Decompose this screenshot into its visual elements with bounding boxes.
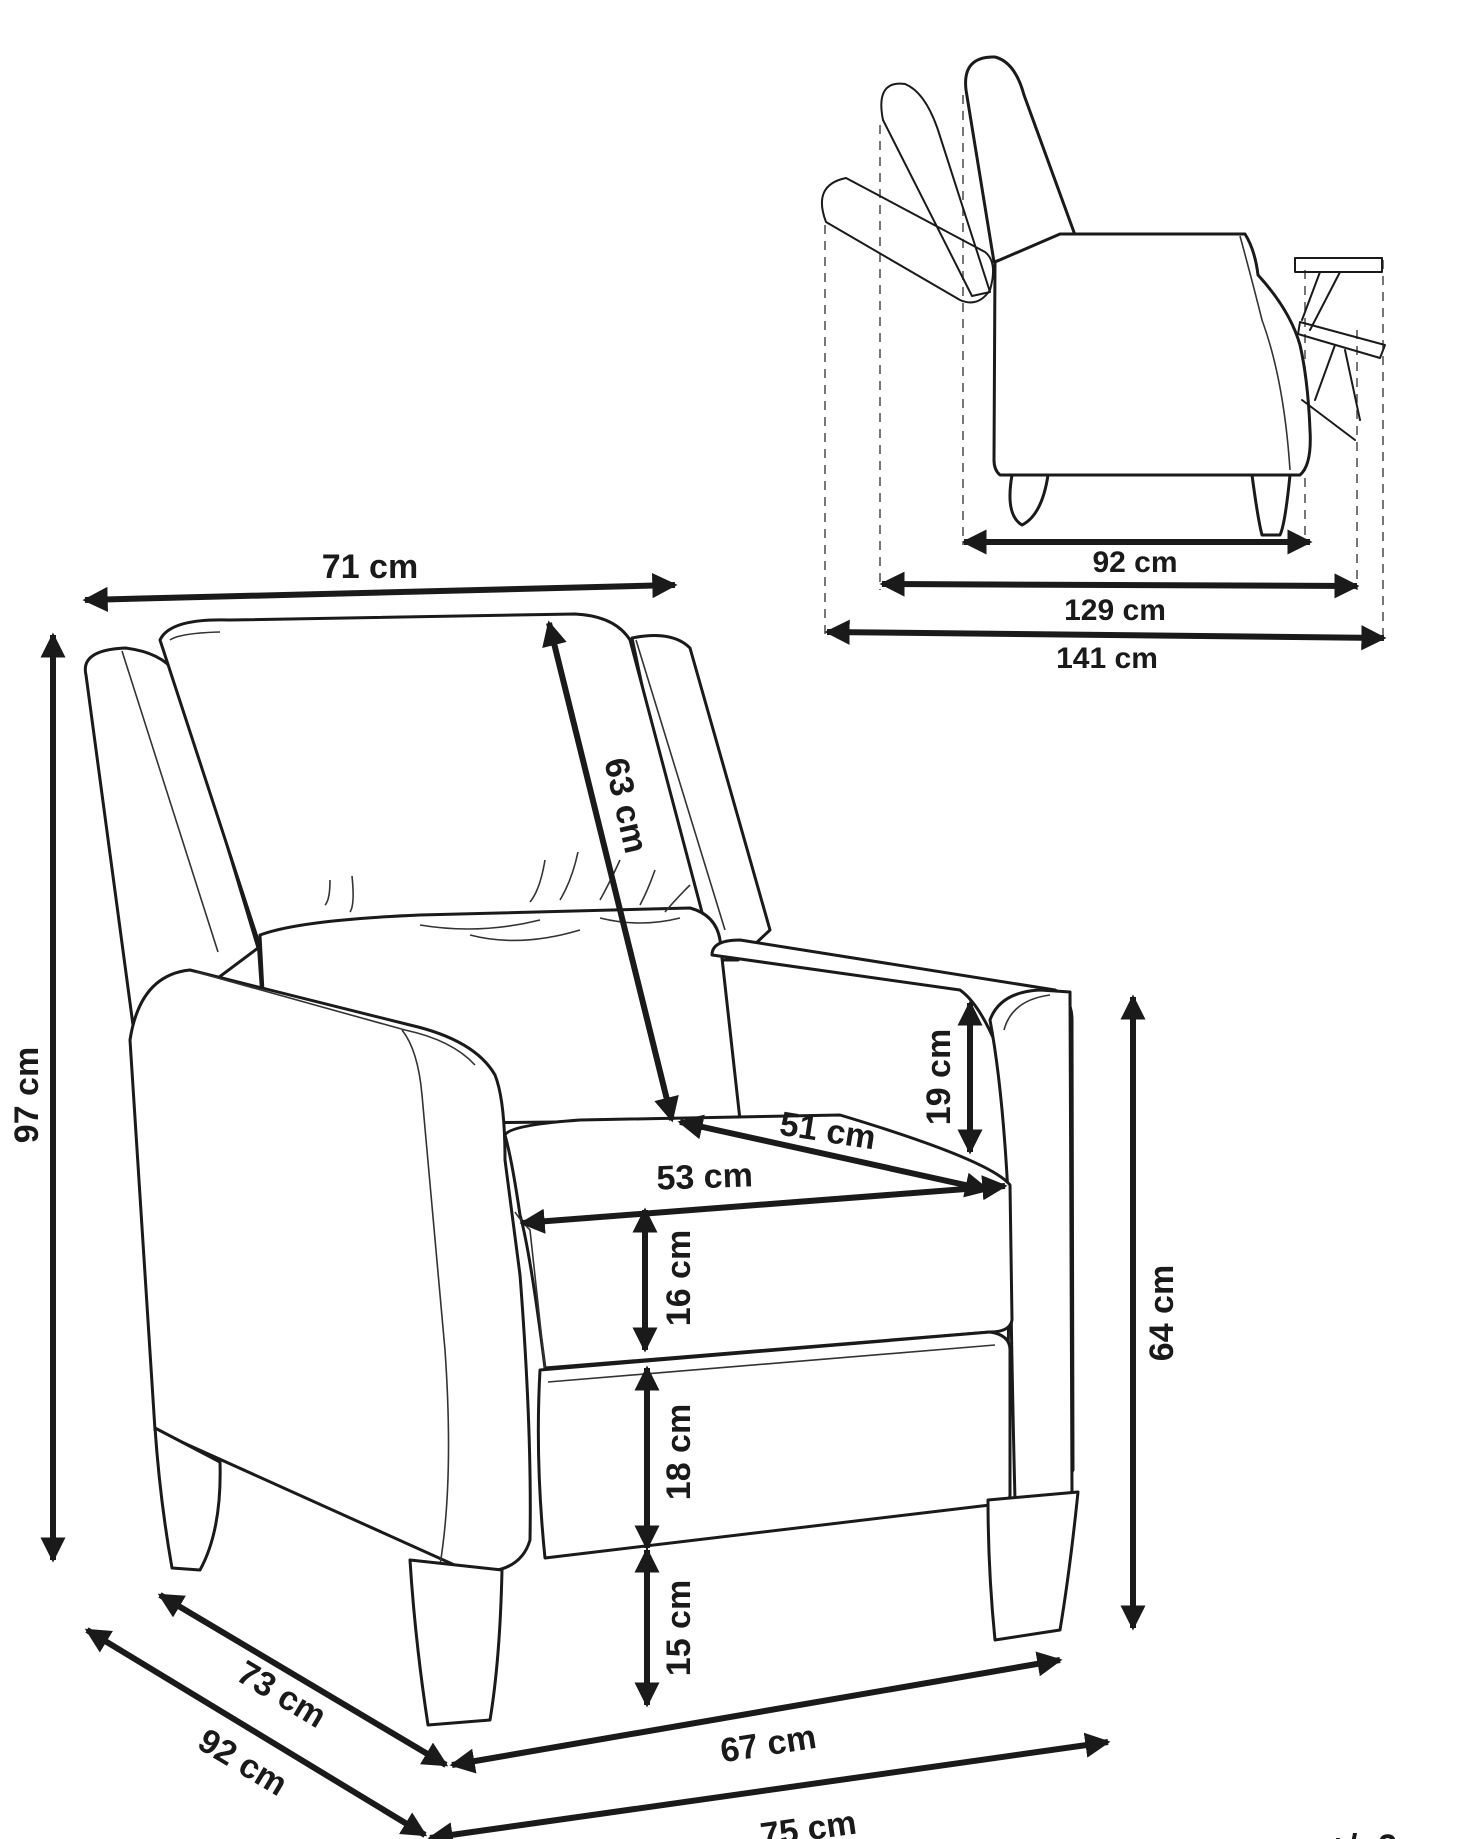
- label-side-full: 141 cm: [1056, 642, 1158, 675]
- label-arm-height: 64 cm: [1143, 1265, 1181, 1361]
- dim-line-side-reclined: [879, 571, 1360, 599]
- dimension-arrows: [40, 529, 1387, 1839]
- footrest-linkage: [1301, 271, 1361, 441]
- label-width-outer: 75 cm: [758, 1804, 859, 1839]
- leg-front-left: [408, 1558, 504, 1727]
- dim-line-width-outer: [427, 1732, 1111, 1839]
- label-total-height: 97 cm: [8, 1047, 46, 1143]
- dim-line-side-full: [824, 619, 1387, 651]
- upright-backrest: [964, 55, 1077, 264]
- footrest-top: [1294, 257, 1383, 273]
- label-leg-height: 15 cm: [660, 1580, 698, 1676]
- label-armrest-height: 19 cm: [920, 1029, 958, 1125]
- label-base-height: 18 cm: [660, 1404, 698, 1500]
- label-width-top: 71 cm: [322, 548, 418, 586]
- left-armrest: [128, 968, 532, 1574]
- right-arm-seam: [1003, 994, 1051, 1031]
- dim-line-backrest-height: [542, 620, 679, 1123]
- dim-line-depth-outer: [84, 1627, 428, 1838]
- dim-line-width-top: [82, 572, 678, 613]
- label-seat-width: 53 cm: [656, 1156, 754, 1197]
- side-body: [992, 232, 1312, 477]
- side-leg-front: [1250, 473, 1292, 537]
- side-leg-rear: [1008, 473, 1050, 527]
- footrest-mid: [1297, 321, 1386, 359]
- leg-front-right: [986, 1490, 1080, 1642]
- footrest-panel-seam: [547, 1344, 996, 1383]
- label-depth-outer: 92 cm: [192, 1721, 294, 1803]
- reclined-back-full: [821, 177, 995, 304]
- label-tolerance-note: +/- 2 cm: [1328, 1828, 1456, 1839]
- right-arm-front-panel: [988, 988, 1074, 1502]
- reclined-back-partial: [880, 82, 991, 297]
- footrest-panel: [536, 1330, 1012, 1560]
- label-side-reclined: 129 cm: [1064, 594, 1166, 627]
- left-arm-seam: [195, 971, 476, 1566]
- left-wing-seam: [121, 650, 219, 953]
- label-width-inner: 67 cm: [718, 1718, 819, 1771]
- seat-cushion: [503, 1113, 1014, 1370]
- label-side-upright: 92 cm: [1092, 546, 1177, 579]
- label-cushion-height: 16 cm: [660, 1230, 698, 1326]
- backrest-top-seam: [169, 631, 221, 641]
- recliner-chair-drawing: [83, 612, 1080, 1727]
- dim-line-seat-width: [519, 1175, 1008, 1234]
- leg-back-left: [153, 1426, 222, 1572]
- side-arm-seam: [1239, 235, 1291, 471]
- side-view-drawing: [821, 55, 1386, 640]
